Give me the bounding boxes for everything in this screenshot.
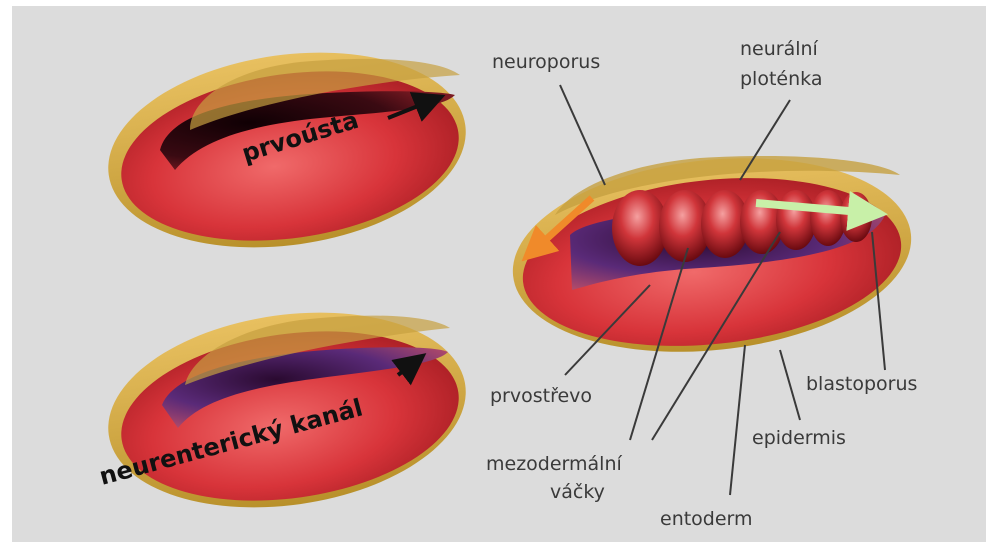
label-prvostrevo: prvostřevo [490,385,592,407]
label-neuralni-line1: neurální [740,38,819,60]
label-epidermis: epidermis [752,427,846,449]
label-neuroporus: neuroporus [492,51,600,73]
label-mezodermalni-line2: váčky [550,481,605,503]
left-border [0,0,12,542]
top-border [0,0,986,6]
label-neuralni-line2: ploténka [740,68,822,90]
label-blastoporus: blastoporus [806,373,917,395]
label-entoderm: entoderm [660,508,753,530]
label-mezodermalni-line1: mezodermální [486,453,622,475]
